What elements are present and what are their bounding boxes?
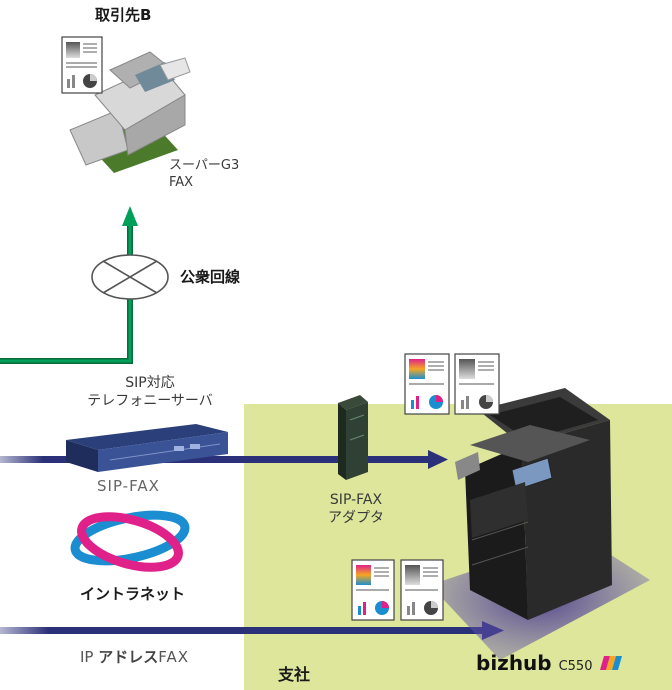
fax-device-label: スーパーG3 FAX — [169, 158, 239, 192]
document-icon — [454, 353, 500, 415]
document-icon — [404, 353, 450, 415]
branch-office-label: 支社 — [278, 665, 311, 684]
partner-b-title: 取引先B — [95, 6, 152, 24]
sip-telephony-server — [66, 424, 228, 472]
sip-fax-route — [0, 450, 448, 469]
adapter-label-line1: SIP-FAX — [329, 492, 383, 508]
fax-device-label-line2: FAX — [169, 174, 194, 190]
sip-server-label: SIP対応 テレフォニーサーバ — [52, 374, 248, 410]
public-line-label: 公衆回線 — [180, 268, 241, 286]
sip-fax-adapter — [338, 395, 368, 480]
right-arrow-icon — [428, 450, 448, 469]
ip-address-fax-middle: アドレス — [98, 648, 159, 666]
sip-fax-label: SIP-FAX — [97, 477, 160, 495]
adapter-label-line2: アダプタ — [328, 510, 384, 527]
adapter-label: SIP-FAX アダプタ — [306, 491, 406, 527]
ip-address-fax-label: IP アドレスFAX — [80, 648, 189, 668]
intranet-label: イントラネット — [80, 585, 186, 603]
bizhub-brand: bizhub — [476, 651, 552, 675]
ip-address-fax-suffix: FAX — [158, 648, 190, 666]
document-icon — [351, 559, 395, 621]
document-icon — [400, 559, 444, 621]
document-icon — [61, 36, 103, 94]
super-g3-fax-machine — [69, 51, 191, 173]
sip-server-label-line1: SIP対応 — [125, 375, 175, 391]
public-line-symbol — [91, 254, 169, 300]
bizhub-model: C550 — [558, 659, 593, 674]
ip-address-fax-prefix: IP — [80, 648, 94, 666]
bizhub-logo: bizhub C550 — [476, 650, 592, 676]
up-arrow-icon — [122, 206, 138, 226]
fax-device-label-line1: スーパーG3 — [169, 158, 240, 173]
sip-server-label-line2: テレフォニーサーバ — [87, 393, 213, 410]
intranet-logo-icon — [70, 510, 190, 572]
bizhub-logo-stripes — [600, 656, 622, 670]
bizhub-mfp — [430, 388, 650, 660]
